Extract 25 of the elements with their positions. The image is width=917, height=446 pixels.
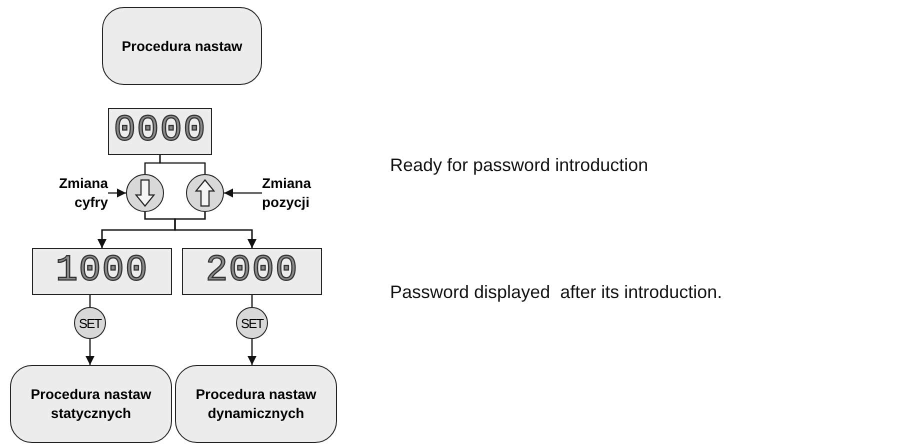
arrow xyxy=(248,339,256,365)
display-panel xyxy=(182,248,322,295)
connector-line xyxy=(89,295,91,307)
up-button xyxy=(186,174,224,212)
process-box: Procedura nastaw statycznych xyxy=(10,365,172,443)
connector-line xyxy=(251,295,253,307)
arrow xyxy=(174,212,256,248)
process-box: Procedura nastaw dynamicznych xyxy=(175,365,337,443)
display-digits: 1000 xyxy=(56,253,148,290)
connector-line xyxy=(159,155,206,174)
down-button xyxy=(126,174,164,212)
description-text: Ready for password introduction xyxy=(390,155,648,176)
note-text: Zmiana pozycji xyxy=(262,174,312,212)
arrow xyxy=(108,188,126,198)
display-digits: 2000 xyxy=(206,253,298,290)
display-digits: 0000 xyxy=(114,113,206,150)
display-panel xyxy=(32,248,172,295)
display-panel xyxy=(108,108,212,155)
arrow xyxy=(224,188,262,198)
arrow xyxy=(86,339,94,365)
process-box: Procedura nastaw xyxy=(102,7,262,85)
set-button: SET xyxy=(74,307,106,339)
set-button: SET xyxy=(236,307,268,339)
description-text: Password displayed after its introduction. xyxy=(390,282,722,303)
note-text: Zmiana cyfry xyxy=(58,174,108,212)
